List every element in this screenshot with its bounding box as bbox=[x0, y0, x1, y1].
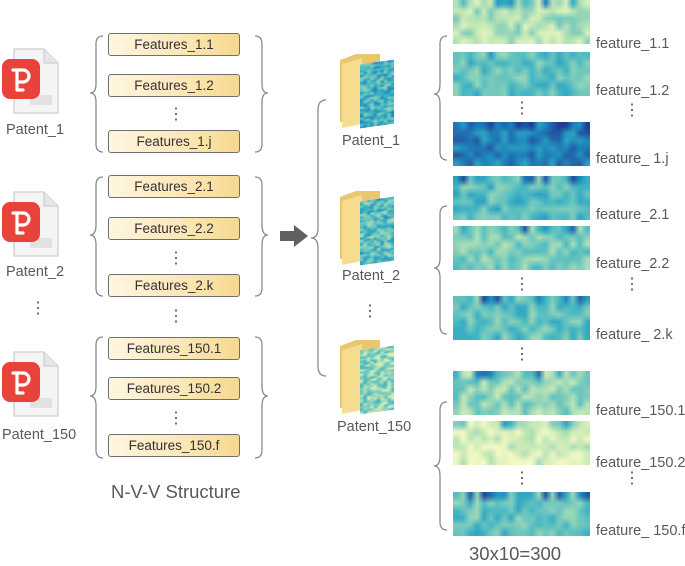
feature-box: Features_150.f bbox=[108, 434, 240, 457]
pdf-file-icon bbox=[2, 191, 59, 257]
heatmap-label: feature_2.1 bbox=[596, 207, 670, 223]
feature-ellipsis: ⋮ bbox=[168, 106, 184, 123]
heatmap-label: feature_ 150.f bbox=[596, 523, 685, 539]
heatmap-ellipsis: ⋮ bbox=[514, 276, 530, 293]
heatmap-ellipsis: ⋮ bbox=[514, 100, 530, 117]
folder-label: Patent_1 bbox=[342, 133, 401, 149]
feature-box: Features_2.k bbox=[108, 274, 240, 297]
heatmap-ellipsis: ⋮ bbox=[514, 470, 530, 487]
feature-heatmap bbox=[453, 0, 590, 44]
folder-icon bbox=[336, 336, 398, 416]
right-caption: 30x10=300 bbox=[469, 543, 562, 564]
feature-box: Features_1.1 bbox=[108, 33, 240, 56]
feature-box: Features_1.2 bbox=[108, 74, 240, 97]
feature-heatmap bbox=[453, 52, 590, 96]
feature-heatmap bbox=[453, 296, 590, 340]
label-ellipsis: ⋮ bbox=[624, 276, 640, 293]
feature-box: Features_1.j bbox=[108, 130, 240, 153]
heatmap-label: feature_ 1.j bbox=[596, 151, 669, 167]
heatmap-label: feature_150.1 bbox=[596, 403, 685, 419]
pdf-file-icon bbox=[2, 48, 59, 114]
right-arrow-icon bbox=[280, 225, 308, 247]
folder-label: Patent_2 bbox=[342, 268, 401, 284]
patent-label: Patent_150 bbox=[2, 427, 77, 443]
patent-label: Patent_2 bbox=[6, 264, 65, 280]
feature-heatmap bbox=[453, 492, 590, 536]
group-ellipsis: ⋮ bbox=[168, 308, 184, 325]
feature-heatmap bbox=[453, 122, 590, 166]
pdf-file-icon bbox=[2, 351, 59, 417]
feature-heatmap bbox=[453, 176, 590, 220]
feature-heatmap bbox=[453, 226, 590, 270]
patent-label: Patent_1 bbox=[6, 122, 65, 138]
heatmap-label: feature_1.2 bbox=[596, 83, 670, 99]
heatmap-label: feature_2.2 bbox=[596, 256, 670, 272]
feature-heatmap bbox=[453, 371, 590, 415]
left-caption: N-V-V Structure bbox=[111, 481, 241, 502]
group-ellipsis: ⋮ bbox=[514, 346, 530, 363]
folder-icon bbox=[336, 187, 398, 267]
label-ellipsis: ⋮ bbox=[624, 102, 640, 119]
heatmap-label: feature_1.1 bbox=[596, 36, 670, 52]
label-ellipsis: ⋮ bbox=[624, 470, 640, 487]
feature-ellipsis: ⋮ bbox=[168, 410, 184, 427]
heatmap-label: feature_ 2.k bbox=[596, 327, 673, 343]
feature-box: Features_2.1 bbox=[108, 175, 240, 198]
folder-icon bbox=[336, 50, 398, 130]
feature-box: Features_2.2 bbox=[108, 217, 240, 240]
feature-box: Features_150.1 bbox=[108, 337, 240, 360]
feature-ellipsis: ⋮ bbox=[168, 250, 184, 267]
folder-label: Patent_150 bbox=[337, 419, 412, 435]
feature-heatmap bbox=[453, 421, 590, 465]
folder-ellipsis: ⋮ bbox=[362, 303, 378, 320]
feature-box: Features_150.2 bbox=[108, 377, 240, 400]
heatmap-label: feature_150.2 bbox=[596, 455, 685, 471]
